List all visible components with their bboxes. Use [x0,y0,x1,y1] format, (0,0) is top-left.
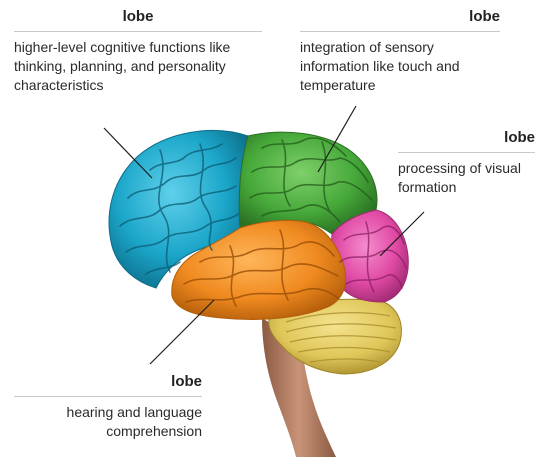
frontal-lobe-description: higher-level cognitive functions like th… [14,38,262,95]
parietal-lobe-label: lobe integration of sensory information … [300,8,500,95]
parietal-lobe-description: integration of sensory information like … [300,38,500,95]
parietal-lobe-name: lobe [300,8,500,32]
frontal-lobe-label: lobe higher-level cognitive functions li… [14,8,262,95]
temporal-lobe-label: lobe hearing and language comprehension [14,373,202,441]
temporal-lobe-description: hearing and language comprehension [14,403,202,441]
temporal-leader-line [150,300,214,364]
occipital-lobe-label: lobe processing of visual formation [398,129,535,197]
occipital-lobe-description: processing of visual formation [398,159,535,197]
occipital-lobe-name: lobe [398,129,535,153]
temporal-lobe-name: lobe [14,373,202,397]
frontal-lobe-name: lobe [14,8,262,32]
